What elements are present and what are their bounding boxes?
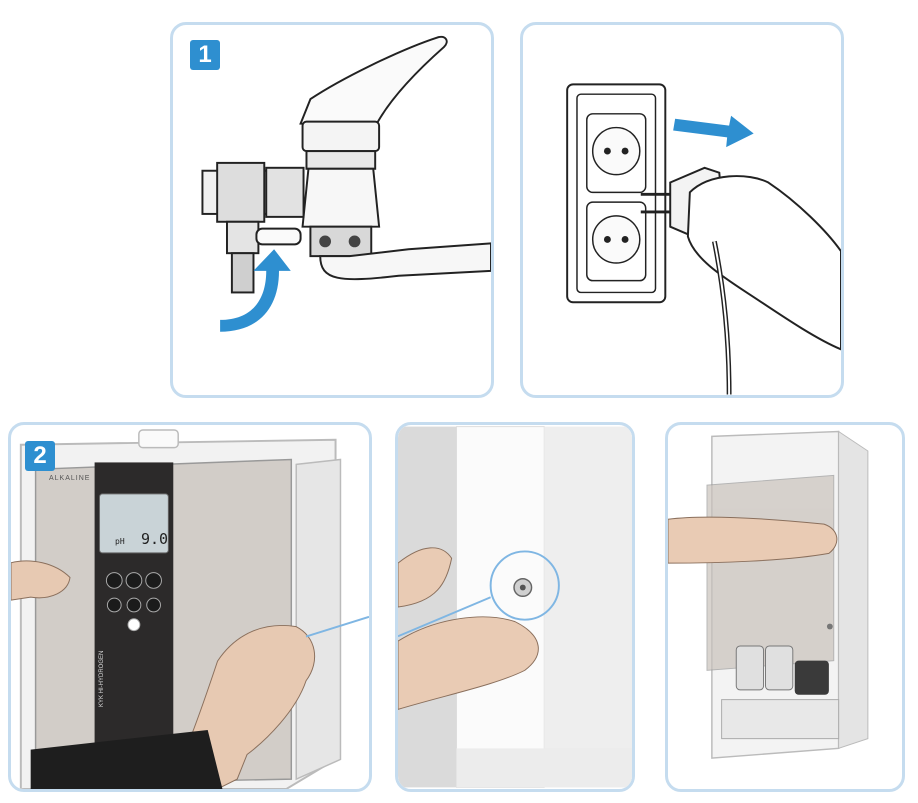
step-number-badge: 1 [190,40,220,70]
faucet-valve-illustration [201,35,491,332]
device-model-text: KYK HI-HYDROGEN [99,650,105,707]
panel-device-front: 2 9.0 pH ALKALINE KYK HI-HYDROGEN [8,422,372,792]
panel-cover-removed [665,422,905,792]
lcd-value-text: 9.0 [141,530,169,548]
panel-faucet-valve: 1 [170,22,494,398]
panel-unplug-socket [520,22,844,398]
device-brand-text: ALKALINE [49,475,91,482]
side-screw-illustration [398,426,632,788]
lcd-unit-text: pH [115,537,125,546]
device-front-illustration [11,429,369,789]
panel-side-screw [395,422,635,792]
step-number-badge: 2 [25,441,55,471]
unplug-socket-illustration [566,83,841,395]
cover-removed-illustration [668,430,869,759]
